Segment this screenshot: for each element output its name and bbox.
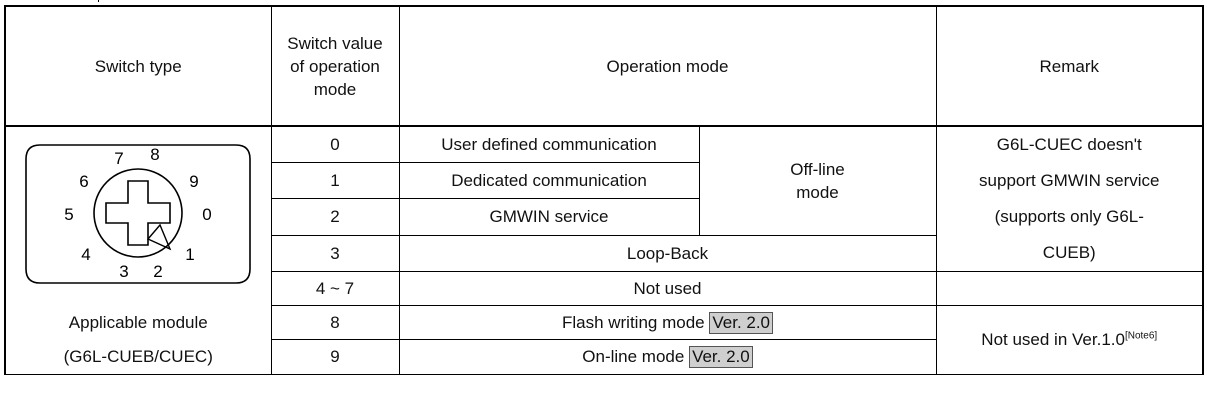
table-row: 0 1 2 3 4 5 6 7 8 9 0 User defined commu…: [4, 125, 1204, 306]
version-badge: Ver. 2.0: [709, 312, 774, 335]
remark-line4: CUEB): [1042, 243, 1096, 262]
dial-pointer: [147, 223, 172, 251]
operation-mode-table: Switch type Switch value of operation mo…: [4, 5, 1204, 375]
table-row: 9 On-line mode Ver. 2.0: [5, 339, 1203, 375]
row-6-mode-text: On-line mode: [582, 347, 685, 367]
row-5-value: 8: [270, 304, 400, 341]
dial-number-4: 4: [82, 245, 91, 264]
remark-ver1-cell: Not used in Ver.1.0[Note6]: [935, 305, 1204, 375]
header-switch-value: Switch value of operation mode: [270, 5, 400, 127]
row-6-mode: On-line mode Ver. 2.0: [398, 339, 937, 375]
dial-number-3: 3: [120, 262, 129, 281]
row-3-mode: Loop-Back: [398, 234, 937, 273]
table-row: 3 Loop-Back: [5, 234, 1203, 273]
dial-frame: [25, 144, 252, 285]
header-remark: Remark: [935, 5, 1204, 127]
header-row: Switch type Switch value of operation mo…: [4, 5, 1204, 127]
dial-number-9: 9: [190, 172, 199, 191]
dial-cross: [105, 180, 172, 247]
fragment-tick: [98, 0, 99, 2]
rotary-switch-icon: 0 1 2 3 4 5 6 7 8 9: [18, 141, 258, 291]
rotary-switch-drawing: 0 1 2 3 4 5 6 7 8 9: [25, 144, 252, 285]
version-badge: Ver. 2.0: [689, 346, 753, 369]
dial-cell: 0 1 2 3 4 5 6 7 8 9: [4, 125, 272, 306]
row-2-value: 2: [270, 198, 400, 236]
row-0-value: 0: [270, 125, 400, 163]
row-0-mode: User defined communication: [398, 125, 700, 163]
remark-line3: (supports only G6L-: [994, 207, 1144, 226]
offline-mode-cell: Off-line mode: [698, 125, 937, 236]
header-switch-value-line1: Switch value: [287, 33, 383, 53]
row-1-value: 1: [270, 161, 400, 200]
table-row: 4 ~ 7 Not used: [5, 271, 1204, 306]
offline-mode-line2: mode: [796, 182, 839, 202]
dial-number-2: 2: [154, 262, 163, 281]
dial-number-7: 7: [115, 149, 124, 168]
row-4-mode: Not used: [398, 271, 937, 306]
row-5-mode-text: Flash writing mode: [561, 313, 705, 333]
note-reference: [Note6]: [1124, 330, 1158, 342]
dial-circle: [93, 168, 184, 259]
applicable-module-cell: Applicable module (G6L-CUEB/CUEC): [4, 305, 272, 375]
header-switch-value-line3: mode: [313, 79, 357, 99]
top-fragment: [0, 0, 110, 4]
remark-line1: G6L-CUEC doesn't: [996, 135, 1142, 154]
row-1-mode: Dedicated communication: [398, 161, 700, 200]
row-4-value: 4 ~ 7: [270, 271, 400, 306]
row-2-mode: GMWIN service: [398, 198, 700, 236]
applicable-module-line1: Applicable module: [68, 312, 208, 332]
offline-mode-line1: Off-line: [790, 159, 845, 179]
table-row: 1 Dedicated communication: [5, 161, 1203, 200]
header-operation-mode: Operation mode: [398, 5, 937, 127]
row-5-mode: Flash writing mode Ver. 2.0: [398, 304, 937, 341]
dial-number-6: 6: [80, 172, 89, 191]
applicable-module-line2: (G6L-CUEB/CUEC): [63, 346, 213, 366]
row-3-value: 3: [270, 234, 400, 273]
header-switch-value-line2: of operation: [290, 56, 380, 76]
remark-ver1-text: Not used in Ver.1.0: [981, 330, 1125, 350]
header-switch-type: Switch type: [4, 5, 272, 127]
remark-empty-cell: [935, 271, 1204, 306]
remark-gmwin-cell: G6L-CUEC doesn't support GMWIN service (…: [935, 125, 1204, 272]
table-row: Applicable module (G6L-CUEB/CUEC) 8 Flas…: [4, 304, 1204, 375]
row-6-value: 9: [270, 339, 400, 375]
remark-line2: support GMWIN service: [979, 171, 1160, 190]
dial-number-1: 1: [186, 245, 195, 264]
dial-number-8: 8: [151, 145, 160, 164]
dial-number-0: 0: [203, 205, 212, 224]
dial-number-5: 5: [65, 205, 74, 224]
